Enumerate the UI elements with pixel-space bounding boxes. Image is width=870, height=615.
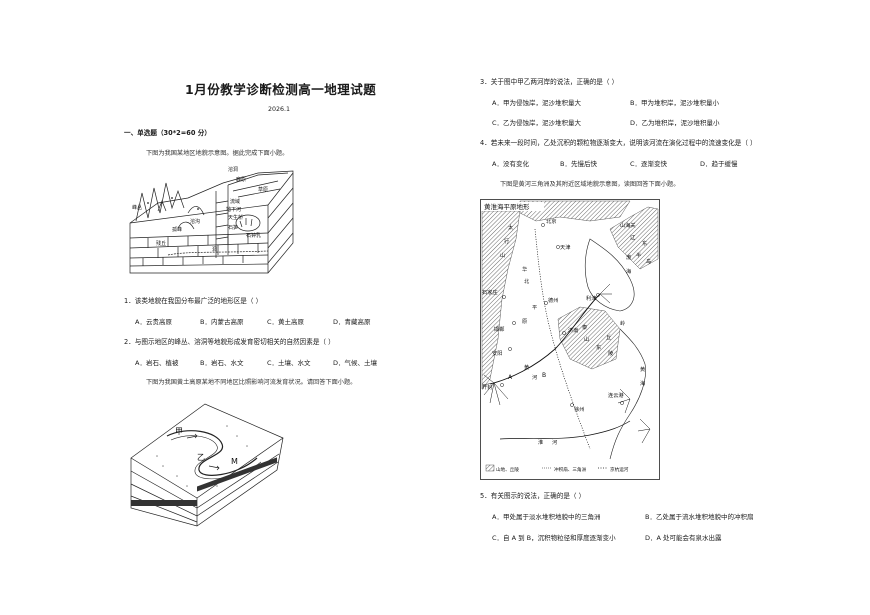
q2-stem: 2．与图示地区的峰丛、溶洞等地貌形成发育密切相关的自然因素是（ ） [124,338,335,346]
q4-stem: 4．若未来一段时间，乙处沉积的颗粒物逐渐变大，说明该河流在演化过程中的流速变化是… [480,139,757,147]
place-lijin: 利津 [586,294,596,302]
place-huang: 黄 [640,365,645,373]
place-kaifeng: 开封 [482,383,492,391]
place-hang: 行 [504,237,509,245]
place-ling: 陵 [608,349,614,357]
river-block-diagram: 甲 乙 M [127,396,287,531]
place-huai: 淮 [538,438,543,446]
q4-option-c[interactable]: C．逐渐变快 [630,160,668,168]
place-shanhaiguan: 山海关 [620,221,636,229]
legend-mountains: 山地、丘陵 [496,466,519,473]
q3-option-b[interactable]: B．甲为堆积岸，泥沙堆积量小 [630,99,719,107]
place-b: B [542,372,546,379]
q1-option-d[interactable]: D．青藏高原 [333,318,371,326]
map-title: 黄淮海平原地形 [484,202,530,211]
place-ling2: 岭 [620,319,625,327]
label-luyuan: 鹿原 [236,176,246,183]
label-rongou: 溶沟 [190,218,200,225]
q1-stem: 1．该类地貌在我国分布最广泛的地形区是（ ） [124,297,263,305]
place-he2: 河 [532,373,537,381]
label-jia: 甲 [175,427,183,436]
place-bo: 渤 [626,253,631,261]
label-m: M [231,457,238,466]
q1-option-a[interactable]: A．云贵高原 [135,318,172,326]
figure1-intro: 下图为我国某地区地貌示意图。据此完成下面小题。 [146,150,289,157]
figure2-intro: 下图为我国黄土高原某地不同地区比照影响河流发育状况。请回答下面小题。 [146,379,357,386]
label-dixiahe: 地下河 [226,206,241,213]
q4-option-a[interactable]: A．没有变化 [492,160,529,168]
place-shan2: 山 [584,335,589,343]
q1-option-c[interactable]: C．黄土高原 [267,318,305,326]
q2-option-a[interactable]: A．岩石、植被 [135,359,179,367]
exam-date: 2026.1 [268,106,291,113]
place-tai: 太 [508,223,514,231]
place-shijiazhuang: 石家庄 [482,288,498,296]
place-liao: 辽 [630,233,636,241]
q2-option-c[interactable]: C．土壤、水文 [267,359,311,367]
place-tianjin: 天津 [560,244,570,251]
label-shisun: 石笋 [228,224,238,231]
q5-option-a[interactable]: A．甲处属于淡水堆积地貌中的三角洲 [492,513,601,521]
place-ping: 平 [532,304,537,311]
place-qiu: 丘 [606,334,611,341]
q5-option-d[interactable]: D．A 处可能会有泉水出露 [645,534,722,542]
q5-option-c[interactable]: C．自 A 到 B，沉积物粒径和厚度逐渐变小 [492,534,616,542]
label-canqiu: 残丘 [156,240,166,247]
q4-option-b[interactable]: B．先慢后快 [560,160,597,168]
label-yi: 乙 [197,453,205,462]
label-caoyuan: 草原 [258,186,268,193]
place-huang2: 黄 [524,363,529,371]
q3-option-a[interactable]: A．甲为侵蚀岸，泥沙堆积量大 [492,99,581,107]
q3-option-d[interactable]: D．乙为堆积岸，泥沙堆积量小 [630,119,720,127]
place-beijing: 北京 [546,217,556,225]
q3-option-c[interactable]: C．乙为侵蚀岸，泥沙堆积量大 [492,119,582,127]
place-shan: 山 [500,251,505,259]
label-tianshengqiao: 天生桥 [228,214,243,221]
place-dao: 岛 [646,257,651,265]
place-tai2: 泰 [582,323,588,331]
place-xuzhou: 徐州 [574,405,584,413]
q3-stem: 3．关于图中甲乙两河岸的说法，正确的是（ ） [480,78,619,86]
karst-diagram: 溶洞 草原 鹿原 峰丛 孤峰 地下河 流域 天生桥 残丘 石钟乳 石笋 溶沟 洞 [128,163,298,281]
place-hai: 海 [626,267,631,275]
place-ban: 半 [636,251,641,259]
q2-option-d[interactable]: D．气候、土壤 [333,359,378,367]
place-dong2: 东 [642,239,647,247]
huanghuaihai-map: 黄淮海平原地形 北京 天津 太 行 山 石家庄 邯郸 安阳 开封 济南 德州 利… [480,199,660,480]
q1-option-b[interactable]: B．内蒙古高原 [200,318,244,326]
place-dong: 东 [596,343,601,351]
q4-option-d[interactable]: D．趋于缓慢 [700,160,738,168]
page-title: 1月份教学诊断检测高一地理试题 [185,82,377,97]
place-yuan: 原 [522,318,527,325]
section-heading: 一、单选题（30*2=60 分） [124,129,211,137]
place-jinan: 济南 [568,326,578,334]
q2-option-b[interactable]: B．岩石、水文 [200,359,244,367]
label-dong: 洞 [212,246,217,253]
place-he: 河 [552,438,557,446]
label-gufeng: 孤峰 [172,226,182,233]
place-lianyungang: 连云港 [608,391,624,399]
place-hua: 华 [522,265,527,273]
place-bei: 北 [524,277,530,285]
legend-fan-delta: 冲积扇、三角洲 [554,466,587,473]
place-anyang: 安阳 [492,349,502,357]
label-shizhongru: 石钟乳 [246,232,261,239]
label-fengcong: 峰丛 [132,204,142,211]
label-rongdong: 溶洞 [228,166,238,173]
label-liuyu: 流域 [230,198,240,205]
legend-canal: 京杭运河 [610,466,629,473]
place-a: A [508,374,513,381]
place-dezhou: 德州 [548,296,558,304]
place-handan: 邯郸 [494,325,504,333]
q5-option-b[interactable]: B．乙处属于流水堆积地貌中的冲积扇 [645,513,754,521]
place-hai2: 海 [640,379,645,387]
figure3-intro: 下图是黄河三角洲及其附近区域地貌示意图，读图回答下面小题。 [500,181,680,188]
q5-stem: 5．有关图示的说法，正确的是（ ） [480,492,586,500]
